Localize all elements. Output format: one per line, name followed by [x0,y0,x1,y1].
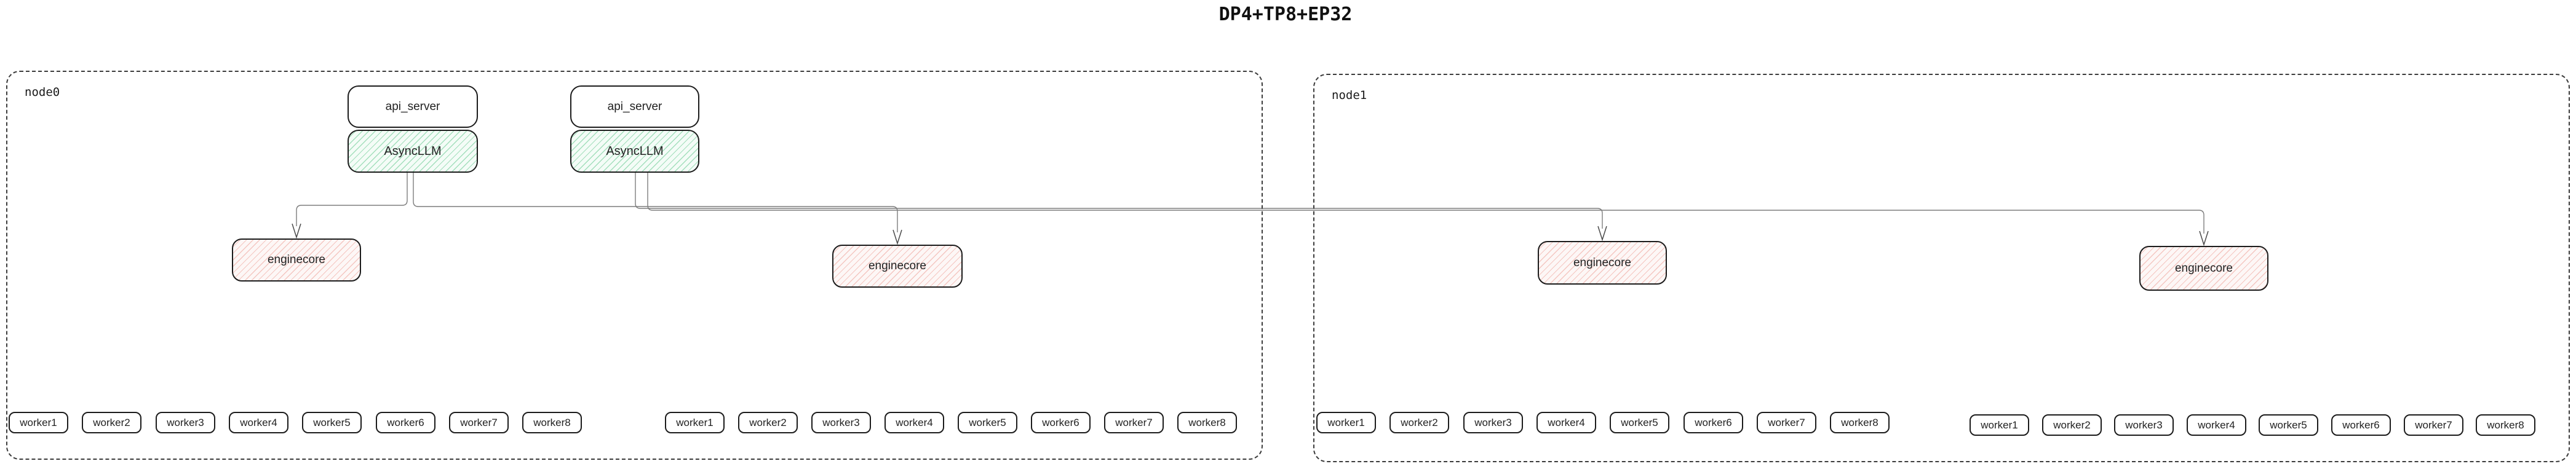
worker-box: worker7 [1104,412,1164,433]
worker-box: worker7 [2404,414,2463,436]
worker-box: worker5 [2259,414,2318,436]
worker-box: worker1 [1970,414,2029,436]
worker-box: worker6 [1684,412,1743,433]
worker-box: worker7 [1757,412,1816,433]
page-title: DP4+TP8+EP32 [1218,4,1353,25]
worker-box: worker4 [2187,414,2246,436]
node-container-node1: node1 [1313,74,2570,462]
worker-box: worker8 [1830,412,1890,433]
worker-box: worker7 [449,412,509,433]
worker-box: worker2 [2042,414,2102,436]
worker-box: worker3 [2114,414,2174,436]
worker-box: worker4 [885,412,944,433]
worker-box: worker1 [1316,412,1376,433]
asyncllm-box-2: AsyncLLM [570,130,699,173]
node-label-node0: node0 [25,85,60,99]
worker-box: worker3 [811,412,871,433]
enginecore-box-node0-2: enginecore [832,245,963,288]
enginecore-box-node1-2: enginecore [2139,246,2268,291]
worker-box: worker2 [1389,412,1449,433]
worker-box: worker2 [738,412,798,433]
worker-box: worker5 [302,412,362,433]
worker-box: worker3 [1463,412,1523,433]
worker-box: worker1 [9,412,68,433]
worker-box: worker5 [958,412,1017,433]
worker-box: worker6 [2331,414,2391,436]
worker-box: worker8 [522,412,582,433]
api-server-box-1: api_server [348,85,478,128]
node-label-node1: node1 [1332,89,1367,102]
worker-box: worker1 [665,412,725,433]
worker-box: worker5 [1610,412,1669,433]
api-server-box-2: api_server [570,85,699,128]
enginecore-box-node0-1: enginecore [232,238,361,282]
asyncllm-box-1: AsyncLLM [348,130,478,173]
worker-box: worker2 [82,412,141,433]
node-container-node0: node0 [6,71,1263,460]
worker-box: worker3 [156,412,215,433]
worker-box: worker6 [376,412,435,433]
worker-box: worker8 [1177,412,1237,433]
worker-box: worker8 [2476,414,2535,436]
enginecore-box-node1-1: enginecore [1538,241,1667,285]
worker-box: worker6 [1031,412,1091,433]
worker-box: worker4 [1536,412,1596,433]
worker-box: worker4 [229,412,288,433]
